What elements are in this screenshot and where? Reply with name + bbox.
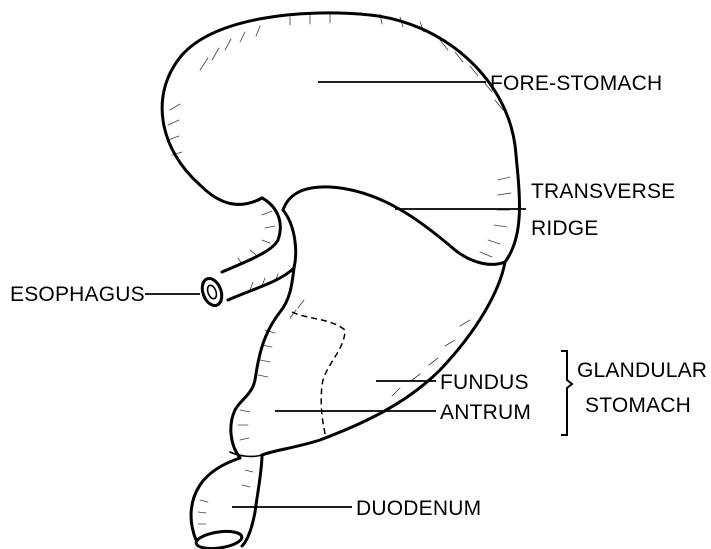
transverse-ridge-line bbox=[330, 187, 455, 250]
duodenum-opening bbox=[195, 529, 243, 549]
fore-stomach-outline bbox=[162, 13, 519, 264]
fore-stomach-label: FORE-STOMACH bbox=[490, 72, 662, 95]
glandular-stomach-outline bbox=[231, 262, 505, 458]
esophagus-tube bbox=[199, 198, 296, 308]
antrum-label: ANTRUM bbox=[440, 401, 531, 424]
glandular-stomach-region bbox=[231, 262, 505, 458]
fundus-antrum-boundary bbox=[292, 312, 345, 438]
esophagus-label: ESOPHAGUS bbox=[10, 283, 145, 306]
esophagus-outline bbox=[222, 198, 296, 300]
duodenum-tube bbox=[191, 452, 262, 549]
transverse-ridge-label-line2: RIDGE bbox=[531, 217, 599, 240]
glandular-bracket bbox=[561, 351, 572, 435]
esophagus-opening bbox=[199, 276, 225, 308]
duodenum-label: DUODENUM bbox=[356, 497, 481, 520]
fundus-label: FUNDUS bbox=[440, 371, 529, 394]
glandular-stomach-label-line1: GLANDULAR bbox=[577, 359, 707, 382]
glandular-stomach-label-line2: STOMACH bbox=[585, 394, 691, 417]
fore-stomach-region bbox=[162, 13, 519, 264]
transverse-ridge-label-line1: TRANSVERSE bbox=[531, 180, 675, 203]
